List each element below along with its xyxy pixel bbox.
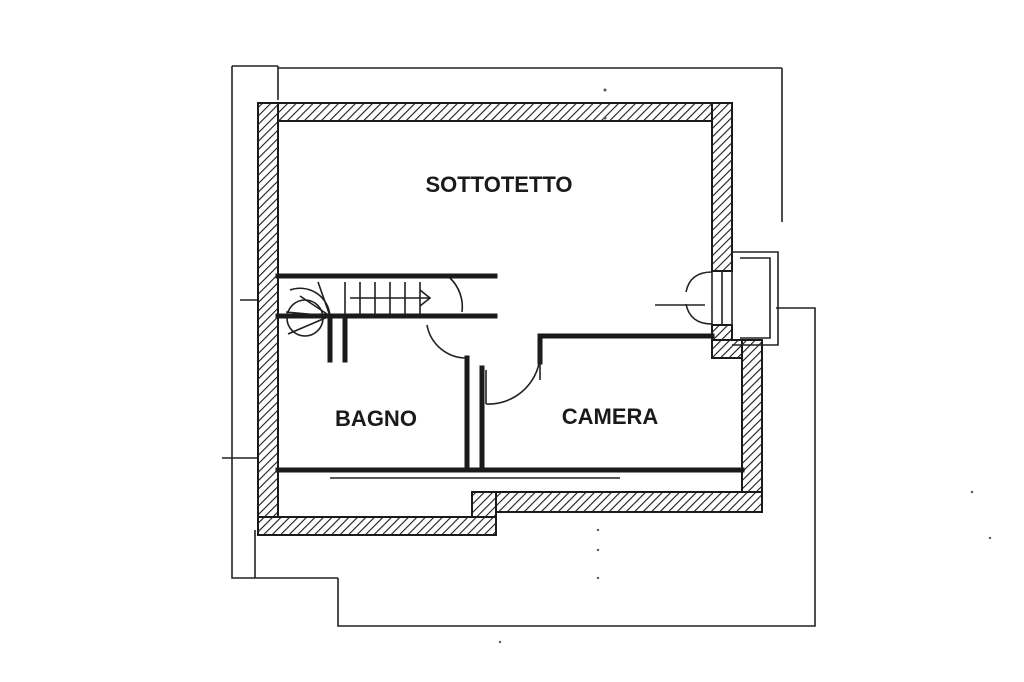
exterior-walls — [257, 102, 763, 536]
scan-specks — [498, 88, 992, 644]
doors — [426, 324, 541, 405]
dormer-window — [685, 251, 779, 346]
room-label-camera: CAMERA — [562, 404, 659, 429]
room-label-sottotetto: SOTTOTETTO — [425, 172, 572, 197]
interior-walls — [275, 273, 745, 479]
site-boundary — [222, 65, 816, 627]
room-label-bagno: BAGNO — [335, 406, 417, 431]
staircase — [285, 277, 464, 337]
